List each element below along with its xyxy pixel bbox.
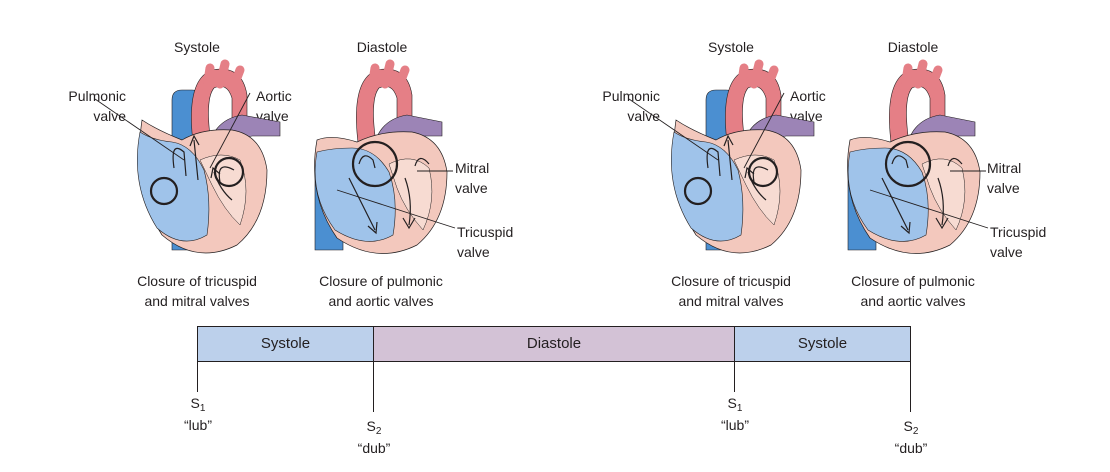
s1-sound-label: S1 “lub” <box>720 395 750 433</box>
heart-diastole-svg <box>314 59 456 254</box>
cardiac-cycle-timeline: Systole Diastole Systole <box>197 326 911 362</box>
diastole-title: Diastole <box>887 39 939 55</box>
s2-sound-label: S2 “dub” <box>894 418 928 456</box>
diastole-heart-illustration <box>297 59 467 270</box>
s2-sound-label: S2 “dub” <box>357 418 391 456</box>
timeline-segment-systole: Systole <box>734 326 911 362</box>
systole-title: Systole <box>708 39 754 55</box>
systole-heart-illustration <box>94 59 282 270</box>
s2-tick <box>910 362 911 412</box>
timeline-segment-systole: Systole <box>197 326 374 362</box>
heart-systole-svg <box>628 59 815 254</box>
diastole-heart-illustration <box>830 59 1000 270</box>
heart-systole-svg <box>94 59 281 254</box>
heart-diastole-svg <box>847 59 989 254</box>
systole-title: Systole <box>174 39 220 55</box>
s1-tick <box>197 362 198 392</box>
timeline-segment-diastole: Diastole <box>373 326 735 362</box>
s1-sound-label: S1 “lub” <box>183 395 213 433</box>
diastole-title: Diastole <box>356 39 408 55</box>
s1-tick <box>734 362 735 392</box>
s2-tick <box>373 362 374 412</box>
systole-heart-illustration <box>628 59 816 270</box>
